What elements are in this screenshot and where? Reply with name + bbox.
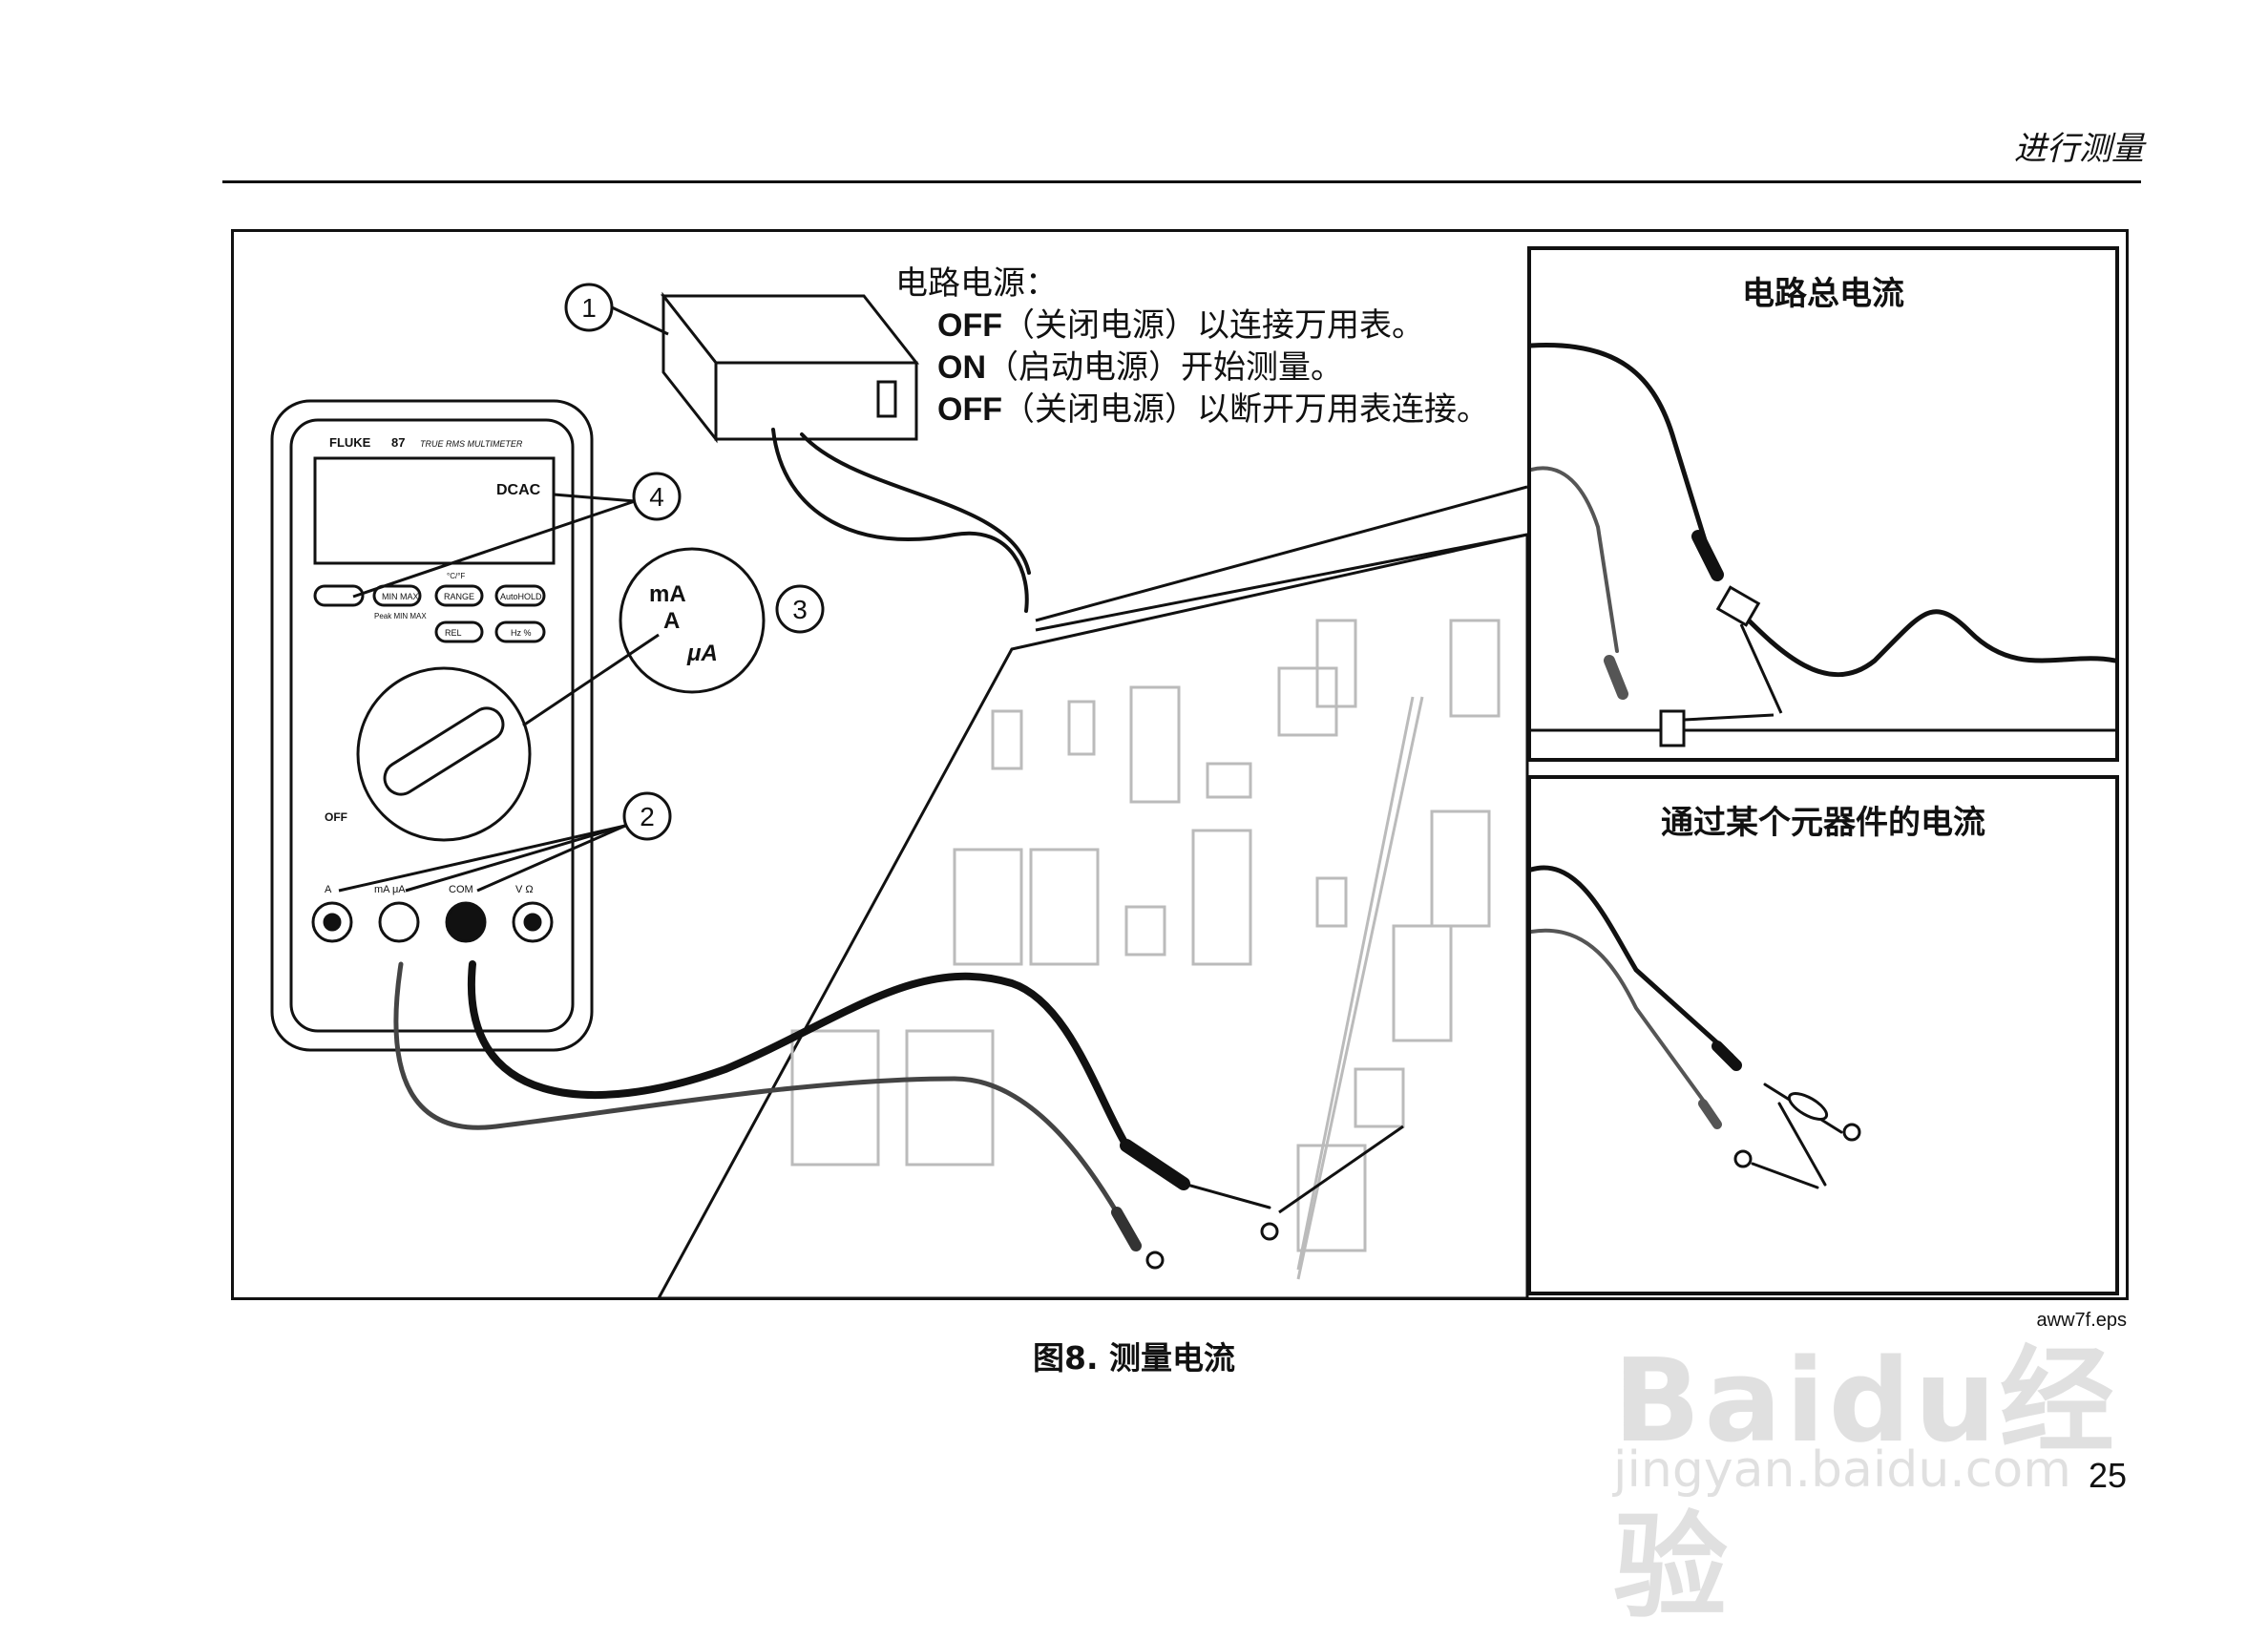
multimeter-labels: FLUKE 87 TRUE RMS MULTIMETER DCAC MIN MA… xyxy=(325,435,542,895)
instruction-text-1: （关闭电源）以连接万用表。 xyxy=(1001,306,1424,345)
measurement-illustration: FLUKE 87 TRUE RMS MULTIMETER DCAC MIN MA… xyxy=(270,283,1858,1300)
callout-3: 3 xyxy=(792,595,808,624)
meter-button-range: RANGE xyxy=(444,592,474,601)
inset-total-current-title: 电路总电流 xyxy=(1742,275,1904,313)
inset-total-current-drawing xyxy=(1531,343,2115,747)
callout-4: 4 xyxy=(649,482,664,512)
watermark-url: jingyan.baidu.com xyxy=(1613,1441,2071,1499)
dial-zoom xyxy=(522,547,766,727)
meter-button-minmax: MIN MAX xyxy=(382,592,419,601)
meter-subtitle: TRUE RMS MULTIMETER xyxy=(420,439,523,449)
inset-component-current-drawing xyxy=(1531,865,1861,1189)
meter-button-celsius: °C/°F xyxy=(447,572,465,580)
keyword-on: ON xyxy=(937,349,986,386)
meter-button-hz: Hz % xyxy=(511,628,532,638)
zoom-label-ma: mA xyxy=(649,581,686,607)
figure-file-name: aww7f.eps xyxy=(2036,1310,2128,1331)
test-leads xyxy=(393,428,1279,1270)
meter-button-rel: REL xyxy=(445,628,462,638)
zoom-label-a: A xyxy=(663,608,680,634)
meter-jack-a: A xyxy=(325,884,332,895)
meter-brand: FLUKE xyxy=(329,435,371,450)
inset-component-current: 通过某个元器件的电流 xyxy=(1527,775,2119,1295)
callout-leaders xyxy=(338,305,1528,1214)
header-rule xyxy=(222,180,2141,183)
inset-component-current-title: 通过某个元器件的电流 xyxy=(1661,804,1985,842)
instruction-line-3: OFF（关闭电源）以断开万用表连接。 xyxy=(895,389,1489,431)
multimeter xyxy=(270,399,594,1052)
meter-display-label: DCAC xyxy=(496,482,541,498)
instruction-line-1: OFF（关闭电源）以连接万用表。 xyxy=(895,305,1489,347)
meter-model: 87 xyxy=(391,435,405,450)
meter-jack-v: V Ω xyxy=(515,884,534,895)
meter-dial-off: OFF xyxy=(325,810,347,824)
page-number: 25 xyxy=(2088,1456,2127,1495)
meter-button-autohold: AutoHOLD xyxy=(500,592,542,601)
keyword-off-1: OFF xyxy=(937,307,1002,344)
dial-zoom-labels: mA A μA xyxy=(649,581,718,666)
instruction-text-3: （关闭电源）以断开万用表连接。 xyxy=(1001,390,1489,429)
meter-jack-com: COM xyxy=(449,884,473,895)
section-title: 进行测量 xyxy=(2014,130,2144,168)
circuit-board xyxy=(656,533,1529,1300)
meter-jack-ma: mA μA xyxy=(374,884,406,895)
figure-caption: 图8. 测量电流 xyxy=(1033,1339,1235,1377)
zoom-label-ua: μA xyxy=(686,641,718,666)
meter-button-peak: Peak MIN MAX xyxy=(374,612,427,620)
callout-1: 1 xyxy=(581,293,597,323)
power-instructions: 电路电源： OFF（关闭电源）以连接万用表。 ON（启动电源）开始测量。 OFF… xyxy=(895,263,1489,431)
instruction-text-2: （启动电源）开始测量。 xyxy=(986,348,1343,387)
callout-2: 2 xyxy=(640,802,655,831)
inset-total-current: 电路总电流 xyxy=(1527,246,2119,762)
instruction-line-2: ON（启动电源）开始测量。 xyxy=(895,347,1489,389)
keyword-off-2: OFF xyxy=(937,391,1002,428)
power-supply xyxy=(660,291,920,444)
power-heading: 电路电源： xyxy=(895,264,1058,303)
watermark: Baidu经验 jingyan.baidu.com xyxy=(1613,1308,2148,1634)
